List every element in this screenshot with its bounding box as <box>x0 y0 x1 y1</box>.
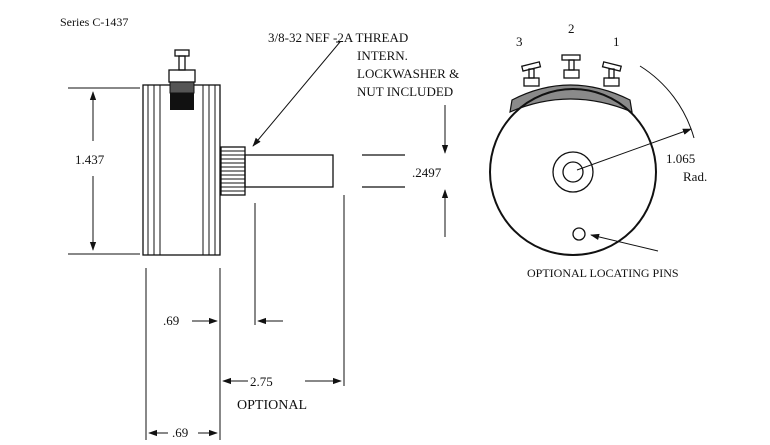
radius-arc <box>639 65 695 139</box>
body-depth-dimension-upper: .69 <box>163 313 283 328</box>
locating-pin <box>572 227 586 241</box>
side-view: 1.437 3/8-32 NEF -2A THREAD INTERN. LOCK… <box>68 30 459 440</box>
thread-note: 3/8-32 NEF -2A THREAD INTERN. LOCKWASHER… <box>268 30 459 99</box>
thread-note-leader <box>252 41 342 147</box>
series-label: Series C-1437 <box>60 15 128 29</box>
terminal-3 <box>520 61 542 87</box>
shaft-diameter-dimension: .2497 <box>412 105 449 237</box>
shaft <box>244 154 405 188</box>
locating-pins-note: OPTIONAL LOCATING PINS <box>527 266 679 280</box>
front-body-circle <box>489 88 657 256</box>
shaft-length-note: OPTIONAL <box>237 398 307 413</box>
front-view: 3 2 1 1.065 Rad. <box>489 21 707 280</box>
radius-value: 1.065 <box>666 151 695 166</box>
thread-note-line3: LOCKWASHER & <box>357 66 459 81</box>
extension-lines <box>145 195 345 440</box>
terminal-label-1: 1 <box>613 34 620 49</box>
body-depth-label-lower: .69 <box>172 425 188 440</box>
thread-note-line4: NUT INCLUDED <box>357 84 453 99</box>
radius-unit: Rad. <box>683 169 707 184</box>
threaded-bushing <box>220 146 246 196</box>
terminal-label-3: 3 <box>516 34 523 49</box>
top-terminal <box>168 49 196 110</box>
shaft-length-label: 2.75 <box>250 374 273 389</box>
thread-note-line2: INTERN. <box>357 48 408 63</box>
potentiometer-body <box>142 84 221 256</box>
terminal-band <box>509 84 633 113</box>
shaft-diameter-label: .2497 <box>412 165 442 180</box>
terminal-1 <box>601 61 623 87</box>
height-dimension-label: 1.437 <box>75 152 105 167</box>
bushing-circle <box>552 151 594 193</box>
height-dimension: 1.437 <box>68 87 140 255</box>
body-depth-dimension-lower: .69 <box>148 425 218 440</box>
locating-pin-leader <box>590 233 659 252</box>
shaft-length-dimension: 2.75 OPTIONAL <box>222 374 342 413</box>
thread-note-line1: 3/8-32 NEF -2A THREAD <box>268 30 408 45</box>
terminal-label-2: 2 <box>568 21 575 36</box>
terminal-2 <box>561 54 581 79</box>
shaft-circle <box>562 161 584 183</box>
body-depth-label-upper: .69 <box>163 313 179 328</box>
radius-leader <box>576 128 692 171</box>
